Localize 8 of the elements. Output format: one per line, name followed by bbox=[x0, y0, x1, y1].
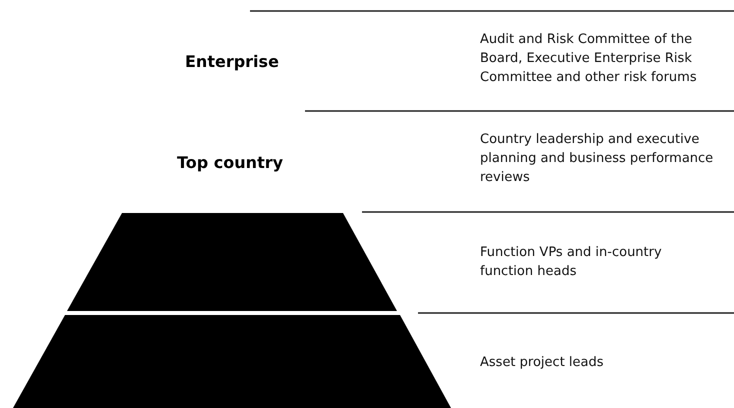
pyramid-tier bbox=[67, 213, 397, 311]
tier-description: Asset project leads bbox=[480, 354, 605, 372]
tier-description: Function VPs and in-country function heads bbox=[480, 244, 663, 281]
pyramid-tier bbox=[13, 315, 451, 408]
level-label: Top country bbox=[177, 152, 284, 172]
tier-description: Audit and Risk Committee of the Board, Executive Enterprise Risk Committee and other risk forums bbox=[480, 31, 698, 87]
level-label: Enterprise bbox=[185, 52, 279, 70]
tier-description: Country leadership and executive planning and business performance reviews bbox=[480, 131, 714, 187]
